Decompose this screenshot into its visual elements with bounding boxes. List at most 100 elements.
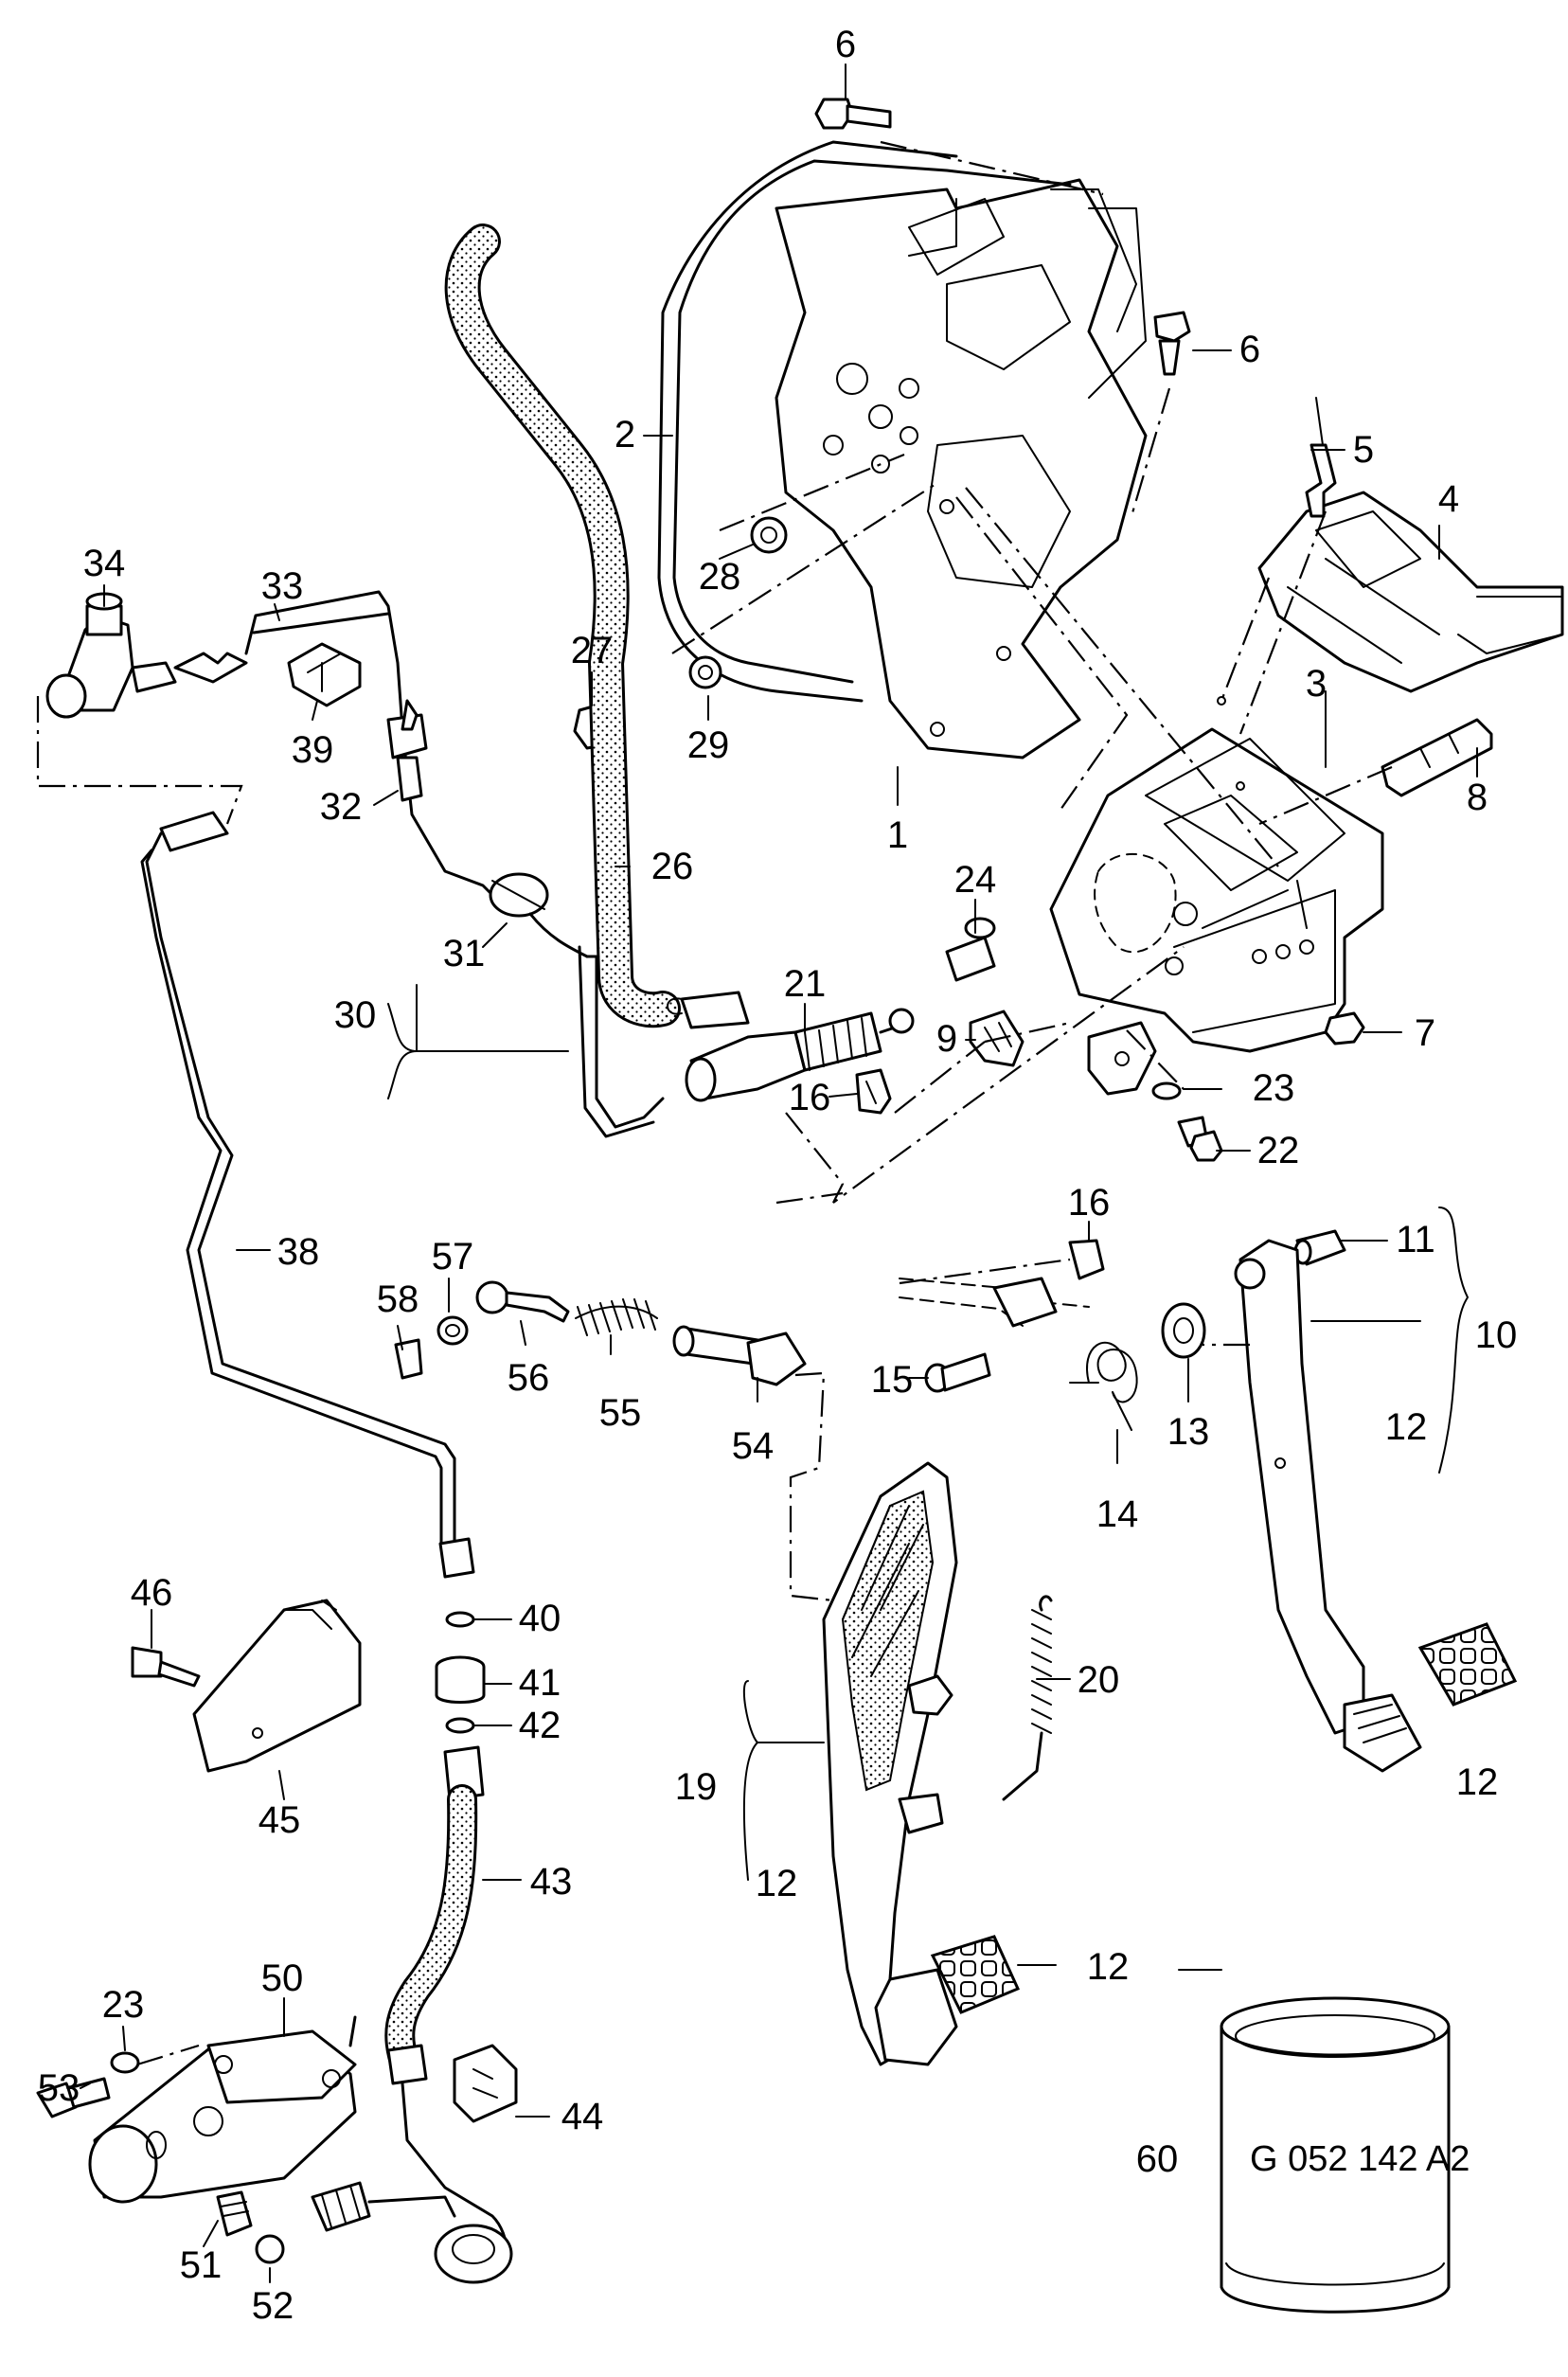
hose-26: [444, 223, 681, 1028]
part-label-l43: 43: [530, 1861, 573, 1903]
pedal-10: [1234, 1239, 1422, 1773]
part-label-l24: 24: [954, 859, 997, 901]
part-label-l31: 31: [443, 933, 486, 974]
part-label-l3: 3: [1306, 663, 1327, 705]
bolt-6-right: [1153, 311, 1191, 376]
grommet-28: [750, 516, 788, 554]
line-38: [140, 811, 456, 1546]
bush-assembly: [899, 1277, 1090, 1328]
part-label-l2: 2: [615, 414, 635, 456]
dash-connectors: [36, 140, 1393, 2066]
union-nut-top: [438, 1537, 475, 1579]
part-label-l56: 56: [508, 1357, 550, 1399]
bleeder-51: [216, 2190, 253, 2237]
part-label-l20: 20: [1078, 1659, 1120, 1701]
part-label-l21: 21: [784, 963, 827, 1005]
washer-40: [445, 1611, 475, 1628]
part-label-l6a: 6: [835, 24, 856, 65]
part-label-l1: 1: [887, 814, 908, 856]
spring-14: [1069, 1341, 1138, 1431]
part-label-l10: 10: [1475, 1314, 1518, 1356]
pedal-bracket-1: [775, 178, 1148, 760]
part-label-l28: 28: [699, 556, 741, 598]
nut-7: [1324, 1011, 1365, 1046]
part-label-l12a: 12: [1385, 1406, 1428, 1448]
part-label-l13: 13: [1167, 1411, 1210, 1453]
part-label-l9: 9: [936, 1018, 957, 1060]
bracket-part-small: [1087, 1021, 1157, 1096]
master-cylinder-21: [667, 991, 915, 1102]
coil-43-end: [434, 2224, 513, 2284]
container-60: [1220, 1996, 1451, 2314]
part-label-l5: 5: [1353, 429, 1374, 471]
part-label-l6b: 6: [1239, 329, 1260, 370]
bushing-57: [437, 1315, 469, 1346]
part-label-l4: 4: [1438, 478, 1459, 520]
pad-12-right: [1417, 1622, 1518, 1707]
part-label-l15: 15: [871, 1359, 914, 1401]
cover-plate-2: [657, 140, 1072, 703]
bush-13: [1161, 1302, 1206, 1359]
rod-56: [475, 1280, 570, 1323]
screw-5: [1305, 397, 1337, 518]
part-label-l22: 22: [1257, 1130, 1300, 1171]
part-label-l11: 11: [1396, 1219, 1435, 1260]
spring-20: [1002, 1595, 1053, 1801]
grommet-29: [688, 655, 722, 689]
part-label-l29: 29: [687, 724, 730, 766]
part-label-l27: 27: [571, 630, 614, 671]
part-label-l60: 60: [1136, 2138, 1179, 2180]
part-label-l55: 55: [599, 1392, 642, 1434]
clip-58: [394, 1338, 423, 1380]
part-label-l32: 32: [320, 786, 363, 828]
slave-cylinder-50: [88, 2015, 357, 2204]
part-label-l45: 45: [258, 1799, 301, 1841]
bleeder-right: [311, 2181, 456, 2232]
spring-55: [575, 1298, 658, 1336]
part-label-l46: 46: [131, 1572, 173, 1614]
pedal-19: [822, 1461, 958, 2066]
part-label-l50: 50: [261, 1957, 304, 1999]
washer-23-bottom: [110, 2051, 140, 2074]
bracket-45: [192, 1599, 362, 1773]
part-label-l52: 52: [252, 2285, 294, 2327]
bolt-6-top: [814, 98, 892, 130]
part-label-l14: 14: [1096, 1493, 1139, 1535]
union-32: [386, 699, 428, 802]
part-label-l38: 38: [277, 1231, 320, 1273]
part-label-l42: 42: [519, 1705, 561, 1746]
pad-12-center: [930, 1935, 1021, 2014]
line-30: [578, 945, 665, 1138]
clip-39: [287, 642, 362, 707]
clip-16-top: [855, 1068, 892, 1115]
bolt-53: [36, 2077, 111, 2118]
part-label-l12c: 12: [1456, 1761, 1499, 1803]
part-label-l33: 33: [261, 565, 304, 607]
part-label-l39: 39: [292, 729, 334, 771]
part-label-l7: 7: [1415, 1012, 1435, 1054]
fitting-34: [45, 592, 177, 719]
part-label-l23b: 23: [102, 1984, 145, 2026]
part-label-l26: 26: [651, 846, 694, 887]
part-label-l41: 41: [519, 1662, 561, 1704]
bolt-46: [131, 1646, 201, 1688]
bracket-4: [1257, 491, 1564, 693]
container-code: G 052 142 A2: [1250, 2139, 1470, 2179]
part-label-l51: 51: [180, 2244, 223, 2286]
clip-16-bottom: [1068, 1239, 1105, 1280]
leader-lines: [80, 63, 1478, 2283]
pedal-box-3: [1049, 696, 1384, 1053]
part-label-l12d: 12: [1087, 1946, 1130, 1988]
sleeve-54: [672, 1325, 807, 1386]
washer-42: [445, 1717, 475, 1734]
grommet-31: [489, 872, 589, 958]
part-label-l16b: 16: [1068, 1182, 1111, 1224]
part-label-l53: 53: [38, 2067, 80, 2109]
part-label-l57: 57: [432, 1236, 474, 1278]
hose-43: [384, 1745, 508, 2275]
cap-52: [255, 2234, 285, 2264]
clip-44: [453, 2044, 518, 2123]
bolt-22: [1177, 1116, 1223, 1162]
